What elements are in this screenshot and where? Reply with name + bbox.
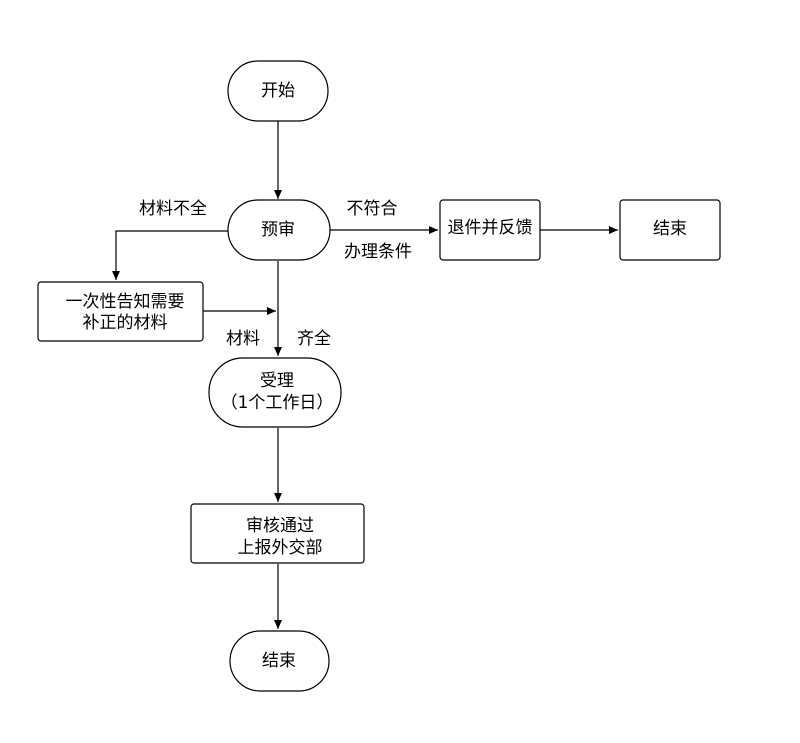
node-accept-line2: （1个工作日） (221, 393, 334, 413)
node-end-right: 结束 (619, 199, 721, 261)
edge-prereview-to-notify (112, 230, 228, 280)
node-accept-line1: 受理 (260, 371, 294, 391)
node-end-bottom: 结束 (229, 630, 330, 692)
label-complete-part1: 材料 (226, 329, 260, 349)
node-end-bottom-label: 结束 (262, 651, 296, 671)
node-notify-line1: 一次性告知需要 (66, 292, 185, 312)
node-prereview: 预审 (227, 199, 331, 261)
label-complete-part2: 齐全 (297, 329, 331, 349)
label-not-qualified-line2: 办理条件 (344, 242, 412, 262)
node-approve-line1: 审核通过 (246, 516, 314, 536)
edges (112, 121, 618, 629)
node-return-label: 退件并反馈 (448, 218, 533, 238)
node-return: 退件并反馈 (439, 199, 541, 261)
edge-labels: 材料不全 不符合 办理条件 材料 齐全 (139, 199, 412, 349)
node-start: 开始 (227, 60, 329, 122)
node-notify: 一次性告知需要 补正的材料 (37, 281, 204, 342)
node-approve: 审核通过 上报外交部 (190, 503, 365, 564)
node-notify-line2: 补正的材料 (83, 313, 168, 333)
label-not-qualified-line1: 不符合 (347, 199, 398, 219)
node-prereview-label: 预审 (261, 220, 295, 240)
node-end-right-label: 结束 (653, 219, 687, 239)
label-incomplete: 材料不全 (139, 199, 207, 219)
node-start-label: 开始 (261, 81, 295, 101)
node-approve-line2: 上报外交部 (238, 538, 323, 558)
node-accept: 受理 （1个工作日） (208, 357, 342, 428)
